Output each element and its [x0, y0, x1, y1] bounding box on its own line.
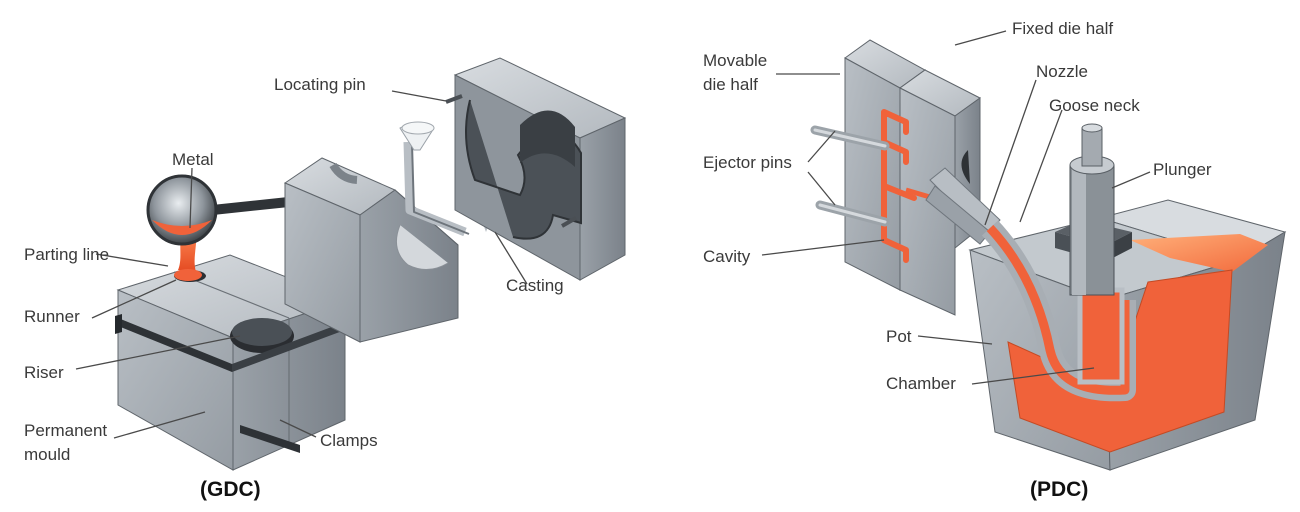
ladle	[146, 174, 293, 246]
label-casting: Casting	[506, 276, 564, 295]
pot	[968, 199, 1287, 471]
label-fixed-die-half: Fixed die half	[1012, 19, 1113, 38]
label-nozzle: Nozzle	[1036, 62, 1088, 81]
label-riser: Riser	[24, 363, 64, 382]
ejector-pins	[810, 125, 890, 227]
label-ejector-pins: Ejector pins	[703, 153, 792, 172]
chamber-body	[1077, 287, 1125, 385]
caption-gdc: (GDC)	[200, 478, 261, 501]
goose-neck-channel	[981, 220, 1136, 402]
permanent-mould-block	[116, 254, 347, 471]
label-movable-die-half-line1: Movable	[703, 51, 767, 70]
nozzle	[925, 167, 1001, 245]
label-locating-pin: Locating pin	[274, 75, 366, 94]
label-clamps: Clamps	[320, 431, 378, 450]
label-permanent-mould-line1: Permanent	[24, 421, 107, 440]
label-plunger: Plunger	[1153, 160, 1212, 179]
pdc-illustration: Fixed die half Movable die half Nozzle G…	[703, 19, 1287, 501]
plunger	[1055, 123, 1132, 296]
label-chamber: Chamber	[886, 374, 956, 393]
gdc-illustration: Locating pin Metal Parting line Runner R…	[24, 57, 627, 501]
label-goose-neck: Goose neck	[1049, 96, 1140, 115]
label-parting-line: Parting line	[24, 245, 109, 264]
label-pot: Pot	[886, 327, 912, 346]
label-runner: Runner	[24, 307, 80, 326]
clamps	[115, 314, 345, 453]
caption-pdc: (PDC)	[1030, 478, 1088, 501]
label-metal: Metal	[172, 150, 214, 169]
label-movable-die-half-line2: die half	[703, 75, 758, 94]
middle-mould-half	[283, 157, 459, 343]
gdc-leader-lines	[75, 90, 528, 439]
label-permanent-mould-line2: mould	[24, 445, 70, 464]
pdc-leader-lines	[761, 30, 1151, 385]
back-mould-half	[445, 57, 627, 281]
label-cavity: Cavity	[703, 247, 751, 266]
